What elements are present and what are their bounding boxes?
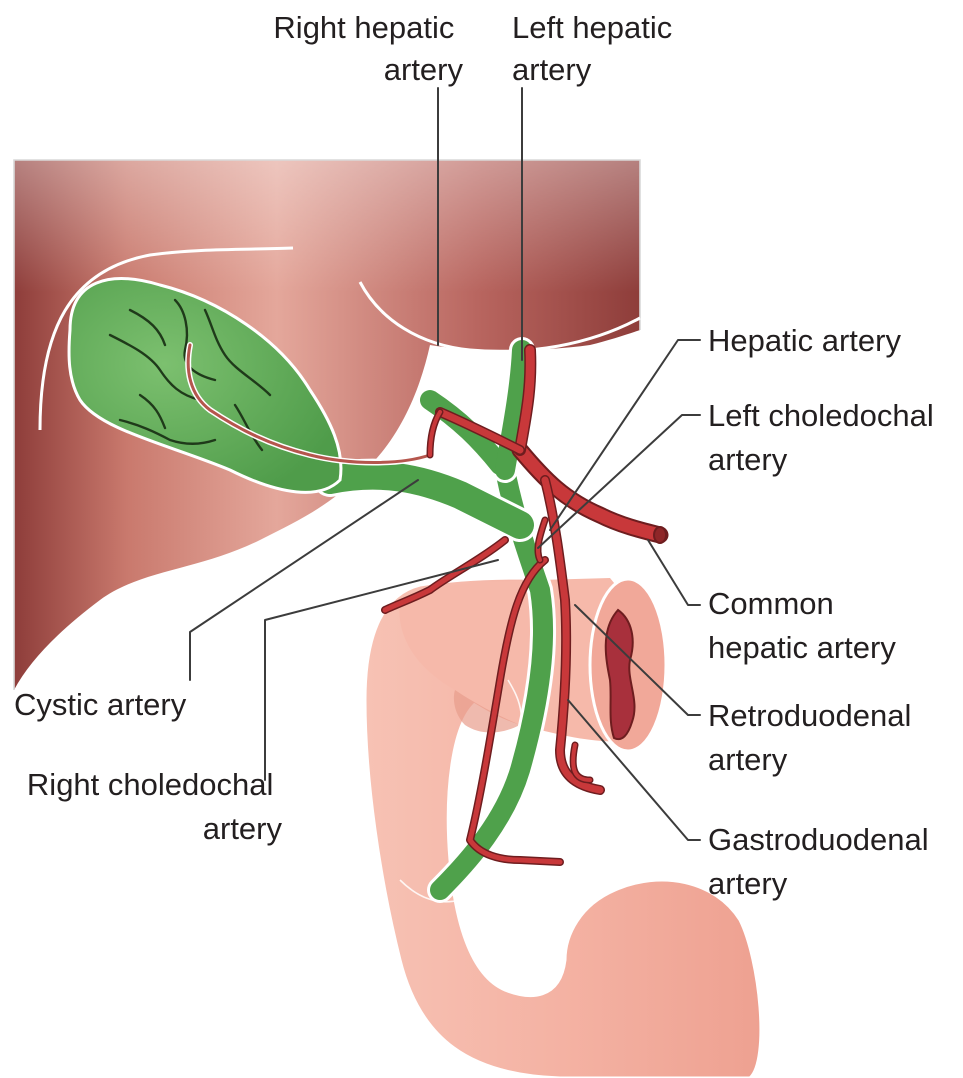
label-line: artery: [708, 866, 788, 901]
label-line: Common: [708, 586, 834, 621]
label-retroduodenal-artery: Retroduodenal artery: [708, 698, 920, 777]
label-line: Right hepatic: [273, 10, 454, 45]
label-line: artery: [203, 811, 283, 846]
common-hepatic-artery-cut: [654, 527, 666, 543]
label-line: hepatic artery: [708, 630, 896, 665]
label-line: Retroduodenal: [708, 698, 911, 733]
label-right-choledochal-artery: Right choledochal artery: [27, 767, 283, 846]
label-gastroduodenal-artery: Gastroduodenal artery: [708, 822, 937, 901]
label-line: Left hepatic: [512, 10, 672, 45]
label-line: Cystic artery: [14, 687, 187, 722]
label-common-hepatic-artery: Common hepatic artery: [708, 586, 896, 665]
label-line: Hepatic artery: [708, 323, 901, 358]
label-line: Left choledochal: [708, 398, 934, 433]
label-line: artery: [384, 52, 464, 87]
duodenum-lumen: [606, 610, 635, 739]
label-line: artery: [708, 742, 788, 777]
label-line: artery: [512, 52, 592, 87]
label-right-hepatic-artery: Right hepatic artery: [273, 10, 463, 87]
label-line: Right choledochal: [27, 767, 273, 802]
label-line: artery: [708, 442, 788, 477]
label-hepatic-artery: Hepatic artery: [708, 323, 901, 358]
label-left-hepatic-artery: Left hepatic artery: [512, 10, 681, 87]
label-cystic-artery: Cystic artery: [14, 687, 187, 722]
leader-common-hepatic: [648, 540, 700, 605]
label-line: Gastroduodenal: [708, 822, 929, 857]
label-left-choledochal-artery: Left choledochal artery: [708, 398, 942, 477]
